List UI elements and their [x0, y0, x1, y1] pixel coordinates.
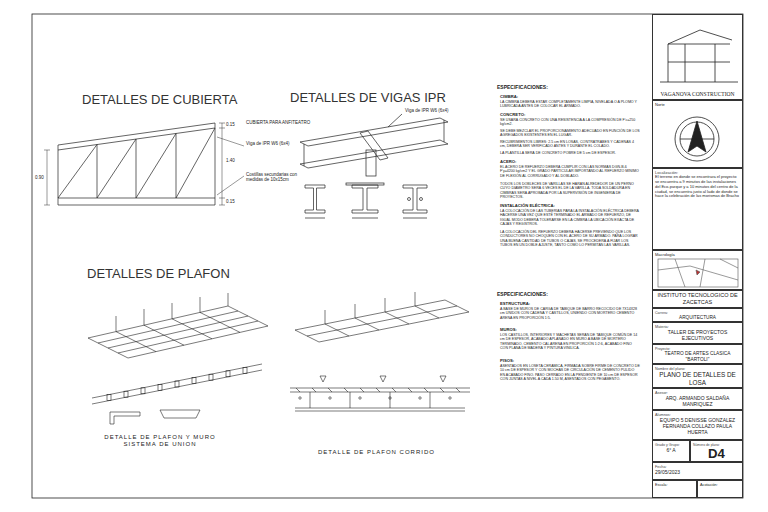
- cell-label: Materia:: [655, 325, 740, 330]
- cell-value: TALLER DE PROYECTOS EJECUTIVOS: [655, 329, 740, 341]
- cell-value: Norte: [655, 103, 740, 108]
- grade-cell: Grado y Grupo:6° A: [652, 440, 690, 462]
- cell-value: 6° A: [655, 447, 687, 453]
- roof-truss: [58, 123, 215, 205]
- cell-value: EQUIPO 5 DENISSE GONZALEZ FERNANDA COLLA…: [655, 417, 740, 435]
- cell-label: Grado y Grupo:: [655, 443, 687, 447]
- dimension-text: 0.15: [226, 199, 235, 204]
- date-cell: Fecha:29/05/2023: [652, 462, 743, 480]
- dimension-unit-cell: Acotación:: [697, 480, 743, 498]
- spec-subheading: INSTALACIÓN ELÉCTRICA:: [500, 203, 555, 208]
- cell-label: Proyecto:: [655, 347, 740, 351]
- section-title: DETALLES DE VIGAS IPR: [290, 90, 446, 106]
- macro-location-cell: Macrología: [652, 250, 743, 290]
- spec-subheading: ESTRUCTURA:: [500, 301, 530, 306]
- cell-value: Macrología: [655, 253, 740, 258]
- ipr-beam-detail: [300, 114, 448, 218]
- plan-name-cell: Nombre del plano:PLANO DE DETALLES DE LO…: [652, 364, 743, 388]
- cell-label: Asesor:: [655, 391, 740, 396]
- spec-note: TODOS LOS DOBLECES DE VARILLAS SE HARÁN …: [500, 182, 640, 199]
- advisor-cell: Asesor:ARQ. ARMANDO SALDAÑA MANRIQUEZ: [652, 388, 743, 410]
- spec-heading: ESPECIFICACIONES:: [497, 291, 548, 297]
- cell-value: Acotación:: [700, 483, 740, 488]
- career-cell: Carrera:ARQUITECTURA: [652, 308, 743, 322]
- subject-cell: Materia:TALLER DE PROYECTOS EJECUTIVOS: [652, 322, 743, 344]
- spec-note: LA COLOCACIÓN DE LAS TUBERÍAS PARA LA IN…: [500, 209, 640, 226]
- plafon-grid-detail: [88, 293, 268, 424]
- cell-value: TEATRO DE ARTES CLASICA "BARTOLI": [655, 351, 740, 363]
- spec-subheading: MUROS:: [500, 327, 517, 332]
- cell-label: Alumnos:: [655, 413, 740, 418]
- scale-cell: Escala:: [652, 480, 697, 498]
- north-cell: Norte: [652, 100, 743, 168]
- spec-note: LA CIMBRA DEBERÁ ESTAR COMPLETAMENTE LIM…: [500, 100, 640, 109]
- sheet-frame: [32, 14, 743, 498]
- cell-value: 29/05/2023: [655, 469, 740, 475]
- section-title: DETALLES DE PLAFON: [87, 266, 230, 282]
- callout-text: Viga de IPR W6 (6x4): [246, 141, 289, 146]
- spec-note: SE DEBE MEZCLAR EL PROPORCIONAMIENTO ADE…: [500, 129, 640, 138]
- north-symbol: [675, 117, 719, 161]
- cell-label: Nombre del plano:: [655, 367, 740, 371]
- spec-note: RECUBRIMIENTOS LIBRES: 2.5 cm EN LOSAS, …: [500, 140, 640, 149]
- section-title: DETALLES DE CUBIERTA: [82, 92, 237, 108]
- detail-caption: DETALLE DE PLAFON CORRIDO: [318, 449, 435, 456]
- dimension-lines: [44, 123, 244, 205]
- cell-value: VAGANOVA CONSTRUCTION: [655, 91, 740, 98]
- logo-cell: VAGANOVA CONSTRUCTION: [652, 14, 743, 100]
- spec-subheading: CONCRETO:: [500, 112, 525, 117]
- plafon-corrido-detail: [290, 292, 470, 411]
- dimension-text: 0.15: [226, 122, 235, 127]
- company-logo: [660, 30, 738, 82]
- cell-value: PLANO DE DETALLES DE LOSA: [655, 371, 740, 386]
- sheet-number-cell: Número de plano:D4: [690, 440, 743, 462]
- cell-value: INSTITUTO TECNOLOGICO DE ZACETCAS: [655, 292, 740, 305]
- detail-caption: DETALLE DE PLAFON Y MURO SISTEMA DE UNIO…: [100, 434, 220, 448]
- cell-value: Escala:: [655, 483, 694, 488]
- dimension-text: 0.90: [35, 175, 44, 180]
- project-cell: Proyecto:TEATRO DE ARTES CLASICA "BARTOL…: [652, 344, 743, 364]
- spec-heading: ESPECIFICACIONES:: [497, 84, 548, 90]
- spec-note: LA COLOCACIÓN DEL REFUERZO DEBERÁ HACERS…: [500, 230, 640, 247]
- cell-value: El terreno en donde se encontrara el pro…: [655, 175, 740, 199]
- students-cell: Alumnos:EQUIPO 5 DENISSE GONZALEZ FERNAN…: [652, 410, 743, 440]
- institute-cell: INSTITUTO TECNOLOGICO DE ZACETCAS: [652, 290, 743, 308]
- callout-text: CUBIERTA PARA ANFITEATRO: [246, 120, 310, 125]
- callout-text: Viga de IPR W6 (6x4): [405, 108, 448, 113]
- spec-subheading: PISOS:: [500, 358, 514, 363]
- cell-value: ARQUITECTURA: [655, 315, 740, 321]
- cell-label: Carrera:: [655, 311, 740, 315]
- cell-label: Fecha:: [655, 465, 740, 470]
- spec-note: LA PLANTILLA SERÁ DE CONCRETO POBRE DE 5…: [500, 151, 640, 155]
- location-map: [658, 259, 738, 287]
- cell-value: D4: [693, 447, 740, 461]
- spec-subheading: CIMBRA:: [500, 94, 518, 99]
- spec-subheading: ACERO:: [500, 159, 517, 164]
- spec-note: SE USARÁ CONCRETO CON UNA RESISTENCIA A …: [500, 118, 640, 127]
- cell-value: ARQ. ARMANDO SALDAÑA MANRIQUEZ: [655, 395, 740, 407]
- spec-note: A BASE DE MUROS DE CARGA DE TABIQUE DE B…: [500, 307, 640, 320]
- spec-note: ASENTADOS EN LOSETA CERÁMICA, FIRMADA SO…: [500, 364, 640, 381]
- dimension-text: 1.40: [226, 158, 235, 163]
- spec-note: LOS CASTILLOS, INTERIORES Y MACHETAS SER…: [500, 333, 640, 350]
- callout-text: Costillas secundarias con medidas de 10x…: [246, 172, 314, 183]
- spec-note: EL ACERO DE REFUERZO DEBERÁ CUMPLIR CON …: [500, 165, 640, 178]
- location-cell: Localización:El terreno en donde se enco…: [652, 168, 743, 250]
